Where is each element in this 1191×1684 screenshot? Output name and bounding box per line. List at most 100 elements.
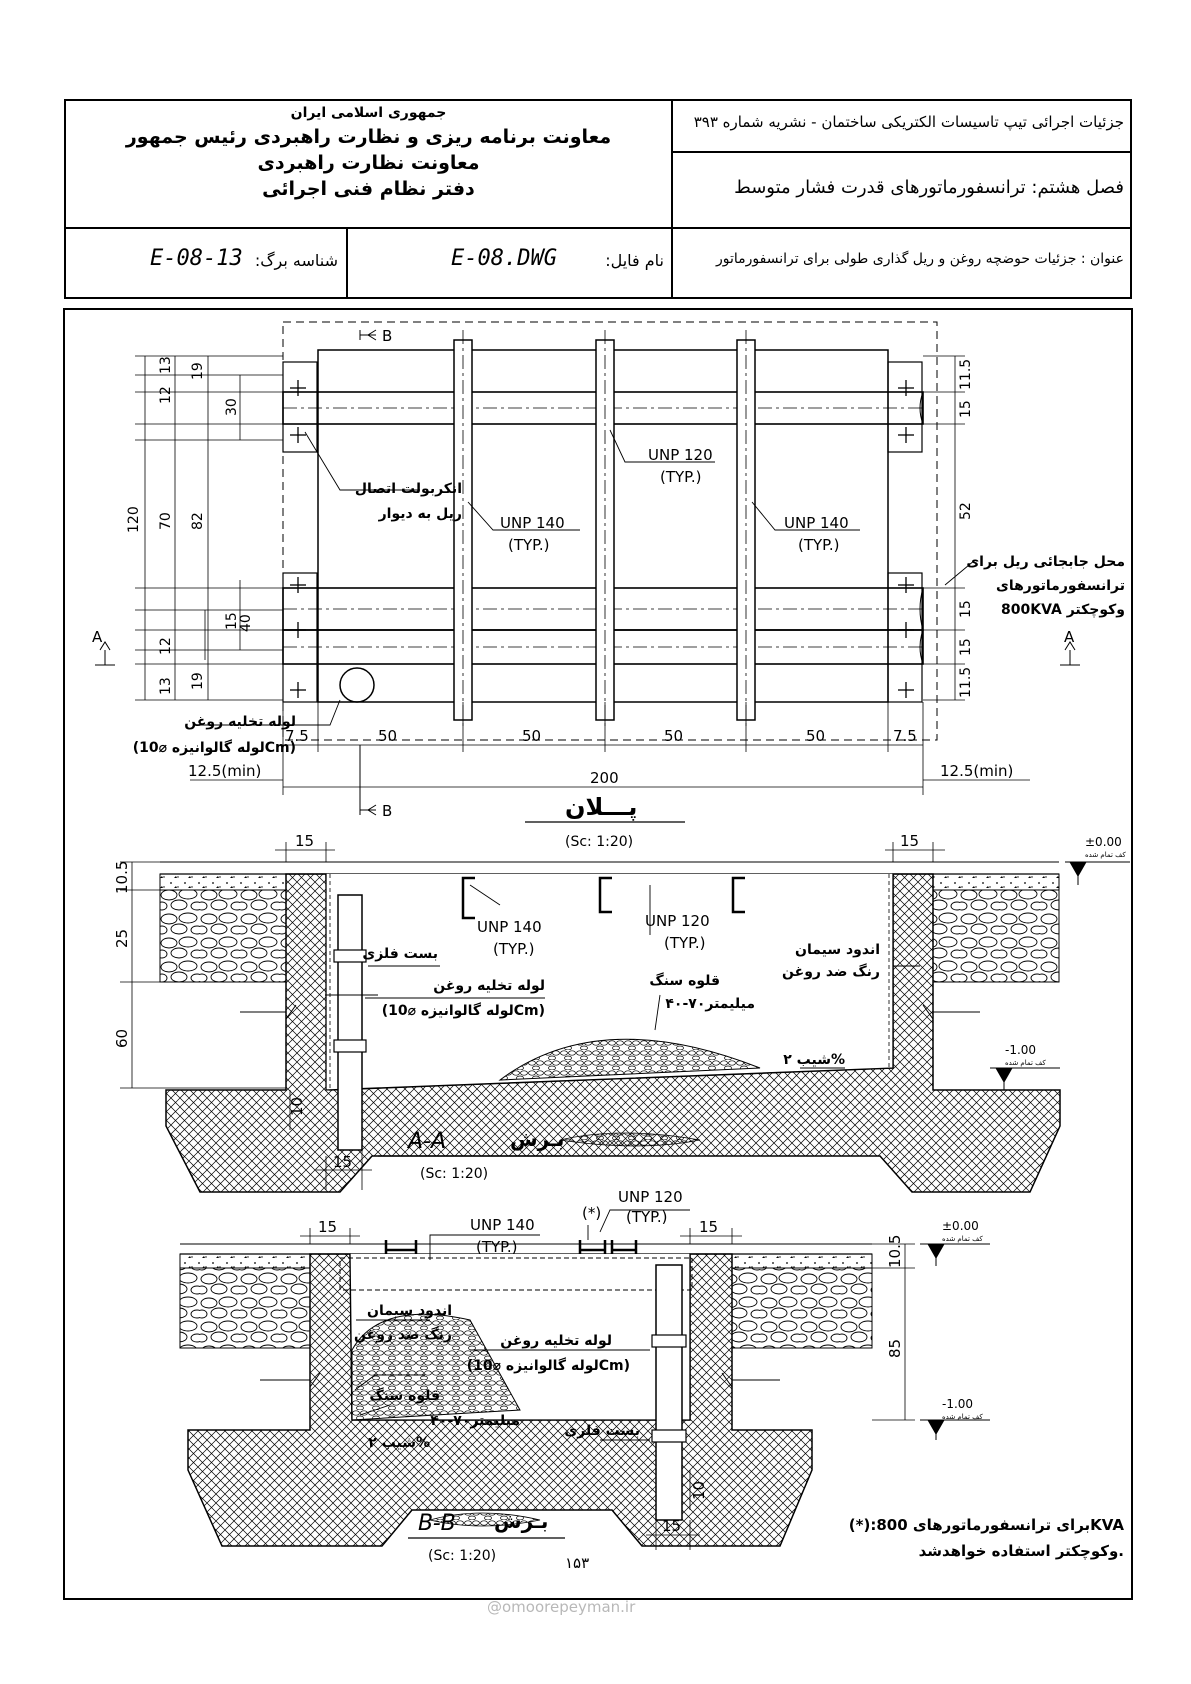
plan-unp140-right-typ: (TYP.) bbox=[798, 536, 840, 554]
aa-level-bottom-caption: کف تمام شده bbox=[1005, 1059, 1046, 1067]
dim-left-13-bottom: 13 bbox=[158, 677, 174, 695]
aa-drain-label-2: (لوله گالوانیزه ⌀10Cm) bbox=[382, 1002, 545, 1019]
aa-stone-label-1: قلوه سنگ bbox=[649, 972, 720, 989]
rail-location-label-1: محل جابجائی ریل برای bbox=[966, 554, 1125, 570]
dim-left-12-top: 12 bbox=[158, 386, 174, 404]
section-b-marker-bottom: B bbox=[382, 802, 392, 820]
org-line-3: معاونت نظارت راهبردی bbox=[257, 152, 480, 174]
section-bb: 15 15 10.5 85 10 15 (*) ±0.00 کف تمام شد… bbox=[179, 1188, 990, 1564]
drawing-frame bbox=[63, 308, 1133, 1600]
bb-dim-base: 15 bbox=[662, 1517, 681, 1535]
bb-dim-10-5: 10.5 bbox=[886, 1235, 904, 1268]
section-a-marker-left: A bbox=[92, 628, 103, 646]
bb-drain-label-2: (لوله گالوانیزه ⌀10Cm) bbox=[467, 1357, 630, 1374]
file-name: E-08.DWG bbox=[451, 246, 557, 271]
rail-location-label-2: ترانسفورماتورهای bbox=[996, 578, 1125, 594]
aa-slope-label: شیب ۲% bbox=[783, 1052, 845, 1068]
bb-unp120-typ: (TYP.) bbox=[626, 1208, 668, 1226]
bb-stone-label-2: ۴۰-۷۰میلیمتر bbox=[430, 1413, 520, 1429]
title-block: جمهوری اسلامی ایران معاونت برنامه ریزی و… bbox=[64, 99, 1132, 299]
bb-plaster-label-2: رنگ ضد روغن bbox=[354, 1326, 452, 1343]
plan-unp120: UNP 120 bbox=[648, 446, 713, 464]
aa-dim-10-5: 10.5 bbox=[113, 861, 131, 894]
aa-unp120: UNP 120 bbox=[645, 912, 710, 930]
aa-drain-label-1: لوله تخلیه روغن bbox=[433, 978, 545, 994]
sheet-id-label: شناسه برگ: bbox=[254, 251, 338, 270]
dim-left-19-top: 19 bbox=[190, 362, 206, 380]
dim-right-15-top: 15 bbox=[958, 400, 974, 418]
bb-dim-10: 10 bbox=[690, 1481, 708, 1500]
section-aa: 15 15 10.5 25 60 10 15 ±0.00 کف تمام شده… bbox=[113, 832, 1130, 1193]
note-line-1: (*):برای ترانسفورماتورهای 800KVA bbox=[849, 1516, 1125, 1534]
bb-title-word: بـرش bbox=[494, 1509, 548, 1533]
plan-title: پـــلان bbox=[565, 793, 637, 821]
chapter-title: فصل هشتم: ترانسفورماتورهای قدرت فشار متو… bbox=[734, 177, 1124, 198]
section-markers bbox=[95, 329, 1080, 816]
aa-dim-25: 25 bbox=[113, 929, 131, 948]
plan-view: B B A A 120 70 82 13 bbox=[92, 321, 1125, 850]
bb-wall-left: 15 bbox=[318, 1218, 337, 1236]
dim-bottom-50-1: 50 bbox=[378, 727, 397, 745]
aa-plaster-label-2: رنگ ضد روغن bbox=[782, 963, 880, 980]
plan-unp140-left-typ: (TYP.) bbox=[508, 536, 550, 554]
bb-star-marker: (*) bbox=[582, 1204, 601, 1222]
page-number: ۱۵۳ bbox=[565, 1554, 589, 1572]
aa-title-word: بـرش bbox=[510, 1127, 564, 1151]
plan-scale: (Sc: 1:20) bbox=[565, 834, 633, 850]
aa-level-bottom: -1.00 bbox=[1005, 1043, 1036, 1057]
aa-dim-base: 15 bbox=[333, 1153, 352, 1171]
dim-left-13-top: 13 bbox=[158, 356, 174, 374]
pit-outline bbox=[282, 321, 938, 741]
file-label: نام فایل: bbox=[605, 251, 664, 270]
aa-level-top-caption: کف تمام شده bbox=[1085, 851, 1126, 859]
bb-stone-label-1: قلوه سنگ bbox=[369, 1387, 440, 1404]
plan-drain-label-1: لوله تخلیه روغن bbox=[184, 714, 296, 730]
aa-dim-60: 60 bbox=[113, 1029, 131, 1048]
bb-unp140: UNP 140 bbox=[470, 1216, 535, 1234]
subject-title: عنوان : جزئیات حوضچه روغن و ریل گذاری طو… bbox=[715, 251, 1124, 267]
anchor-bolt-label-2: ریل به دیوار bbox=[378, 506, 462, 522]
bb-clamp-label: بست فلزی bbox=[564, 1423, 640, 1439]
drain-pipe-plan bbox=[339, 667, 375, 703]
plan-drain-label-2: (لوله گالوانیزه ⌀10Cm) bbox=[133, 739, 296, 756]
dim-bottom-50-3: 50 bbox=[664, 727, 683, 745]
dim-right-52: 52 bbox=[958, 502, 974, 520]
dim-left-15: 15 bbox=[224, 612, 240, 630]
dim-left-82: 82 bbox=[190, 512, 206, 530]
rail-location-label-3: 800KVA وکوچکتر bbox=[1001, 602, 1125, 618]
aa-plaster-label-1: اندود سیمان bbox=[795, 942, 880, 958]
bb-unp120: UNP 120 bbox=[618, 1188, 683, 1206]
sheet-id: E-08-13 bbox=[150, 246, 243, 271]
drain-pipe-aa bbox=[337, 894, 363, 1151]
bb-wall-right: 15 bbox=[699, 1218, 718, 1236]
plan-unp140-right: UNP 140 bbox=[784, 514, 849, 532]
bb-scale: (Sc: 1:20) bbox=[428, 1548, 496, 1564]
aa-dim-10: 10 bbox=[288, 1097, 306, 1116]
dim-right-11-5-top: 11.5 bbox=[958, 359, 974, 390]
dim-left-40: 40 bbox=[238, 614, 254, 632]
unp-channels bbox=[453, 330, 756, 730]
drain-pipe-bb bbox=[655, 1264, 683, 1521]
bb-level-top: ±0.00 bbox=[942, 1219, 979, 1233]
section-b-marker-top: B bbox=[382, 327, 392, 345]
min-clearance-right: 12.5(min) bbox=[940, 762, 1013, 780]
aa-unp120-typ: (TYP.) bbox=[664, 934, 706, 952]
min-clearance-left: 12.5(min) bbox=[188, 762, 261, 780]
bb-plaster-label-1: اندود سیمان bbox=[367, 1303, 452, 1319]
bb-slope-label: شیب ۲% bbox=[368, 1435, 430, 1451]
bb-level-bottom-caption: کف تمام شده bbox=[942, 1413, 983, 1421]
dim-bottom-50-4: 50 bbox=[806, 727, 825, 745]
note-line-2: وکوچکتر استفاده خواهدشد. bbox=[919, 1542, 1124, 1561]
org-line-2: معاونت برنامه ریزی و نظارت راهبردی رئیس … bbox=[125, 126, 612, 148]
bb-level-bottom: -1.00 bbox=[942, 1397, 973, 1411]
bb-unp140-typ: (TYP.) bbox=[476, 1238, 518, 1256]
org-line-1: جمهوری اسلامی ایران bbox=[290, 105, 447, 121]
dim-left-12-bottom: 12 bbox=[158, 637, 174, 655]
aa-unp140: UNP 140 bbox=[477, 918, 542, 936]
aa-wall-left: 15 bbox=[295, 832, 314, 850]
org-line-4: دفتر نظام فنی اجرائی bbox=[262, 178, 475, 200]
bb-dim-85: 85 bbox=[886, 1339, 904, 1358]
dim-bottom-7-5-right: 7.5 bbox=[893, 727, 917, 745]
publication-title: جزئیات اجرائی تیپ تاسیسات الکتریکی ساختم… bbox=[693, 113, 1124, 131]
